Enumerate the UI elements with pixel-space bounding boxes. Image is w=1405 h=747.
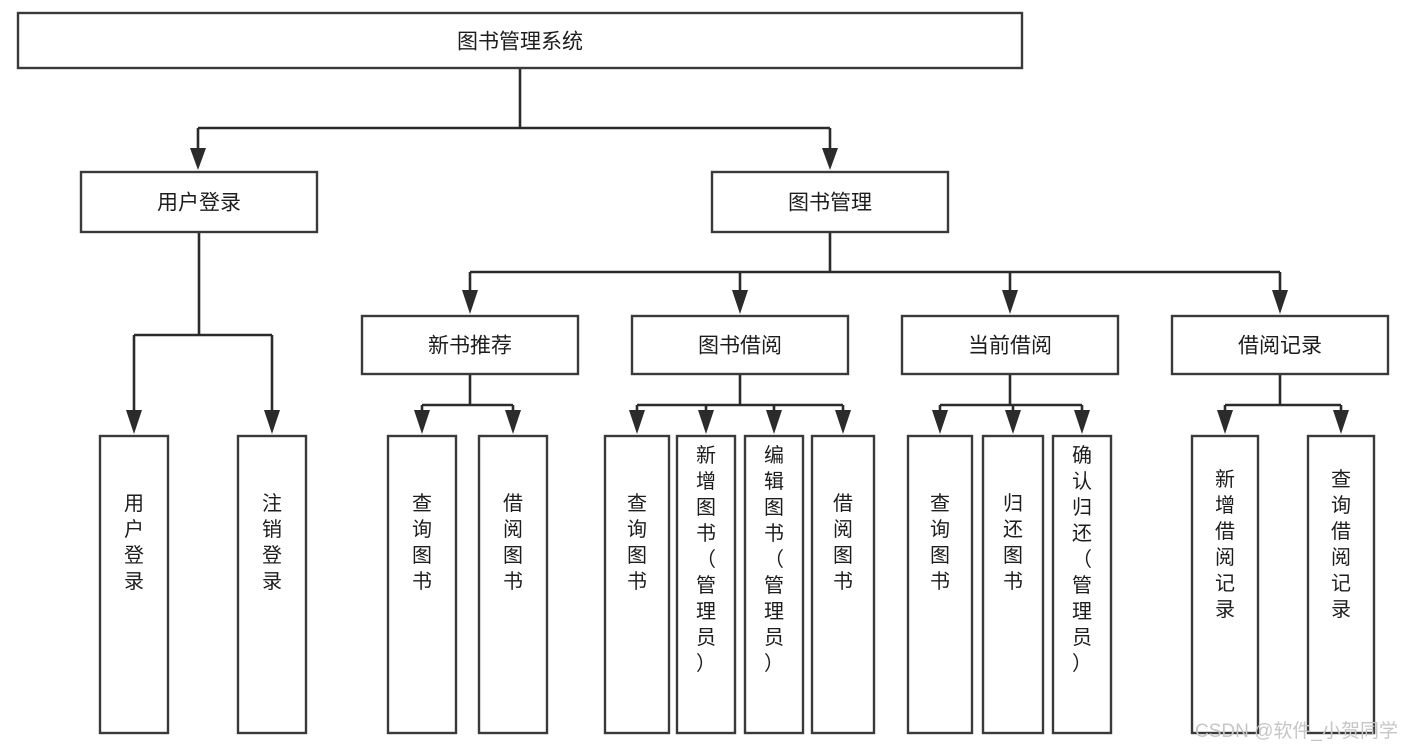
node-current-borrow-label: 当前借阅: [968, 335, 1052, 358]
arrow-head-leaf-query-record: [1333, 410, 1349, 434]
node-root-box[interactable]: [16, 11, 1024, 70]
leaf-confirm-return-box[interactable]: [1051, 434, 1113, 735]
arrow-head-leaf-user-login: [126, 410, 142, 434]
arrow-head-leaf-borrow-book-2: [835, 410, 851, 434]
node-book-manage[interactable]: 图书管理: [710, 170, 950, 234]
leaf-add-book-box[interactable]: [675, 434, 737, 735]
leaf-query-book-2-label: 查询图书: [627, 492, 647, 593]
arrow-head-current-borrow: [1002, 290, 1018, 314]
arrow-head-book-borrow: [732, 290, 748, 314]
node-book-borrow[interactable]: 图书借阅: [630, 314, 850, 376]
node-root[interactable]: 图书管理系统: [16, 11, 1024, 70]
leaf-borrow-book-1-box[interactable]: [477, 434, 549, 735]
leaf-borrow-book-2[interactable]: 借阅图书: [810, 434, 876, 735]
node-user-login-label: 用户登录: [157, 192, 241, 215]
leaf-query-record-box[interactable]: [1306, 434, 1376, 735]
arrow-head-leaf-add-record: [1217, 410, 1233, 434]
leaf-user-login-box[interactable]: [98, 434, 170, 735]
csdn-watermark: CSDN @软件_小贺同学: [1195, 720, 1398, 742]
leaf-logout[interactable]: 注销登录: [236, 434, 308, 735]
arrow-head-leaf-query-book-2: [629, 410, 645, 434]
arrow-head-leaf-confirm-return: [1074, 410, 1090, 434]
node-new-book-recommend-box[interactable]: [360, 314, 580, 376]
leaf-query-book-3[interactable]: 查询图书: [906, 434, 974, 735]
arrow-head-leaf-borrow-book-1: [505, 410, 521, 434]
node-new-book-recommend[interactable]: 新书推荐: [360, 314, 580, 376]
node-borrow-record[interactable]: 借阅记录: [1170, 314, 1390, 376]
leaf-query-book-1-box[interactable]: [386, 434, 458, 735]
leaf-borrow-book-2-label: 借阅图书: [833, 492, 853, 593]
leaf-user-login-label: 用户登录: [124, 493, 144, 593]
arrow-head-leaf-add-book: [698, 410, 714, 434]
leaf-edit-book-box[interactable]: [743, 434, 805, 735]
node-new-book-recommend-label: 新书推荐: [428, 335, 512, 358]
leaf-return-book-box[interactable]: [981, 434, 1045, 735]
leaf-borrow-book-1[interactable]: 借阅图书: [477, 434, 549, 735]
arrow-head-leaf-return-book: [1005, 410, 1021, 434]
arrow-head-book-manage: [822, 148, 838, 170]
leaf-query-book-3-box[interactable]: [906, 434, 974, 735]
leaf-logout-box[interactable]: [236, 434, 308, 735]
leaf-query-record-label: 查询借阅记录: [1331, 468, 1351, 621]
arrow-head-leaf-logout: [264, 410, 280, 434]
node-book-borrow-label: 图书借阅: [698, 335, 782, 358]
leaf-edit-book-label: 编辑图书（管理员）: [764, 444, 784, 675]
connector-layer: [126, 68, 1349, 434]
node-root-label: 图书管理系统: [457, 31, 583, 54]
node-book-manage-label: 图书管理: [788, 192, 872, 215]
leaf-query-book-1-label: 查询图书: [412, 492, 432, 593]
node-current-borrow-box[interactable]: [900, 314, 1120, 376]
arrow-head-user-login: [190, 148, 206, 170]
leaf-query-record[interactable]: 查询借阅记录: [1306, 434, 1376, 735]
arrow-head-leaf-edit-book: [766, 410, 782, 434]
arrow-head-new-book-recommend: [462, 290, 478, 314]
leaf-add-record-label: 新增借阅记录: [1215, 468, 1235, 621]
node-book-borrow-box[interactable]: [630, 314, 850, 376]
arrow-head-leaf-query-book-1: [414, 410, 430, 434]
node-user-login[interactable]: 用户登录: [79, 170, 319, 234]
node-book-manage-box[interactable]: [710, 170, 950, 234]
leaf-query-book-3-label: 查询图书: [930, 492, 950, 593]
leaf-return-book-label: 归还图书: [1003, 492, 1023, 593]
leaf-query-book-2-box[interactable]: [603, 434, 671, 735]
leaf-query-book-1[interactable]: 查询图书: [386, 434, 458, 735]
arrow-head-borrow-record: [1272, 290, 1288, 314]
leaf-user-login[interactable]: 用户登录: [98, 434, 170, 735]
leaf-add-book[interactable]: 新增图书（管理员）: [675, 434, 737, 735]
leaf-confirm-return[interactable]: 确认归还（管理员）: [1051, 434, 1113, 735]
leaf-add-book-label: 新增图书（管理员）: [696, 444, 716, 675]
node-current-borrow[interactable]: 当前借阅: [900, 314, 1120, 376]
leaf-borrow-book-2-box[interactable]: [810, 434, 876, 735]
leaf-return-book[interactable]: 归还图书: [981, 434, 1045, 735]
node-user-login-box[interactable]: [79, 170, 319, 234]
leaf-borrow-book-1-label: 借阅图书: [503, 492, 523, 593]
leaf-add-record[interactable]: 新增借阅记录: [1190, 434, 1260, 735]
leaf-edit-book[interactable]: 编辑图书（管理员）: [743, 434, 805, 735]
node-borrow-record-box[interactable]: [1170, 314, 1390, 376]
leaf-query-book-2[interactable]: 查询图书: [603, 434, 671, 735]
leaf-confirm-return-label: 确认归还（管理员）: [1072, 444, 1092, 675]
arrow-head-leaf-query-book-3: [932, 410, 948, 434]
node-borrow-record-label: 借阅记录: [1238, 335, 1322, 358]
leaf-add-record-box[interactable]: [1190, 434, 1260, 735]
leaf-logout-label: 注销登录: [262, 492, 282, 593]
